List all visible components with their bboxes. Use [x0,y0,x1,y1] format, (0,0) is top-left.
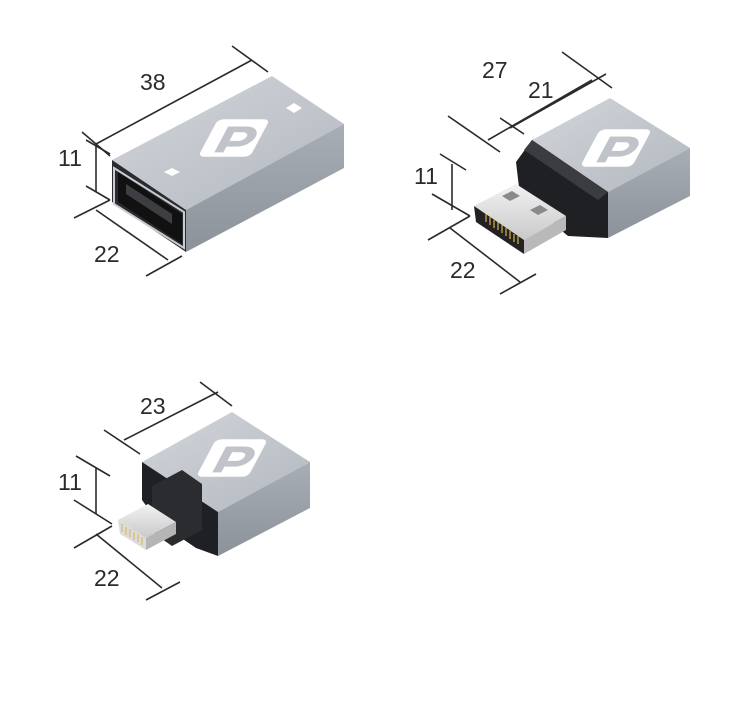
dp-logo-icon [199,119,269,157]
dimension-length: 23 [140,393,166,419]
dp-logo-icon [581,129,651,167]
mini-displayport-adapter: 23 11 22 [58,381,310,601]
adapter-side-face [218,462,310,556]
dp-logo-icon [197,439,267,477]
plug-pins [485,214,519,244]
dimension-width: 22 [450,257,476,283]
male-displayport-adapter: 27 21 11 22 [414,51,690,295]
dimension-height: 11 [58,145,82,171]
adapter-side-face [608,148,690,238]
plug-pins [121,524,143,545]
dimension-body-length: 21 [528,77,554,103]
socket-tongue [126,184,172,224]
adapter-side-face [186,124,344,252]
arrow-marker-icon [164,103,302,176]
black-collar [516,140,608,238]
dimension-length: 38 [140,69,166,95]
dimension-height: 11 [58,469,82,495]
dimension-height: 11 [414,163,438,189]
female-displayport-adapter: 38 11 22 [58,45,344,277]
dimension-width: 22 [94,241,120,267]
socket-frame [113,166,185,250]
dimension-width: 22 [94,565,120,591]
mini-displayport-plug [118,504,176,538]
displayport-plug [474,184,566,240]
dimension-overall-length: 27 [482,57,508,83]
